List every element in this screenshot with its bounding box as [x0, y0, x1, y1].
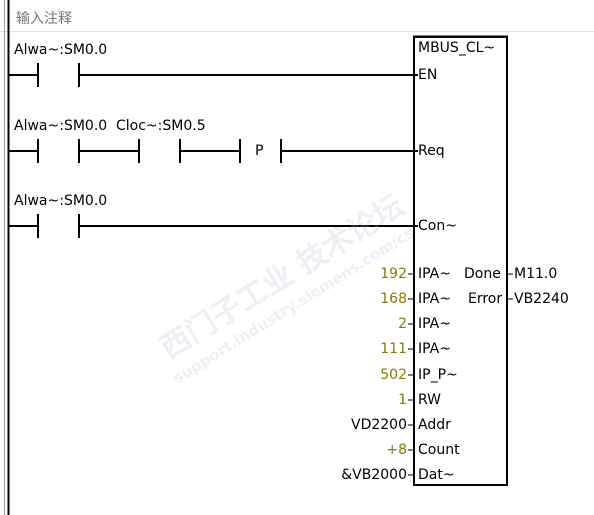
- operand-addr[interactable]: VD2200: [351, 417, 407, 433]
- contact-always-on-label[interactable]: Alwa~:SM0.0: [14, 118, 108, 134]
- function-block-body: [413, 36, 508, 486]
- operand-ipaddr2[interactable]: 168: [380, 291, 407, 307]
- pin-data: Dat~: [418, 467, 455, 483]
- pin-ipaddr4: IPA~: [418, 341, 451, 357]
- pin-ipaddr1: IPA~: [418, 266, 451, 282]
- network-header: 输入注释: [0, 0, 594, 32]
- pin-en: EN: [418, 67, 438, 83]
- operand-ipaddr4[interactable]: 111: [380, 341, 407, 357]
- header-divider: [0, 31, 594, 32]
- contact-clock-label[interactable]: Cloc~:SM0.5: [116, 118, 206, 134]
- pulse-contact-label[interactable]: P: [255, 143, 264, 159]
- operand-rw[interactable]: 1: [398, 392, 407, 408]
- operand-ipaddr3[interactable]: 2: [398, 316, 407, 332]
- pin-error: Error: [468, 291, 503, 307]
- input-pin-stubs: [408, 273, 414, 476]
- operand-ipaddr1[interactable]: 192: [380, 266, 407, 282]
- rung-en: [9, 63, 418, 87]
- contact-always-on-label[interactable]: Alwa~:SM0.0: [14, 42, 108, 58]
- operand-count[interactable]: +8: [386, 442, 407, 458]
- rung-connect: [9, 214, 418, 238]
- pin-ip-port: IP_P~: [418, 367, 458, 383]
- pin-count: Count: [418, 442, 460, 458]
- function-block-title[interactable]: MBUS_CL~: [418, 40, 496, 56]
- pin-addr: Addr: [418, 417, 451, 433]
- operand-ip-port[interactable]: 502: [380, 367, 407, 383]
- pin-ipaddr3: IPA~: [418, 316, 451, 332]
- pin-done: Done: [464, 266, 501, 282]
- pin-connect: Con~: [418, 218, 457, 234]
- pin-req: Req: [418, 143, 445, 159]
- pin-ipaddr2: IPA~: [418, 291, 451, 307]
- operand-data[interactable]: &VB2000: [341, 467, 407, 483]
- rung-req: [9, 139, 418, 163]
- operand-error[interactable]: VB2240: [514, 291, 569, 307]
- output-pin-stubs: [507, 273, 513, 300]
- operand-done[interactable]: M11.0: [514, 266, 558, 282]
- contact-always-on-label[interactable]: Alwa~:SM0.0: [14, 193, 108, 209]
- network-comment[interactable]: 输入注释: [16, 11, 72, 27]
- pin-rw: RW: [418, 392, 442, 408]
